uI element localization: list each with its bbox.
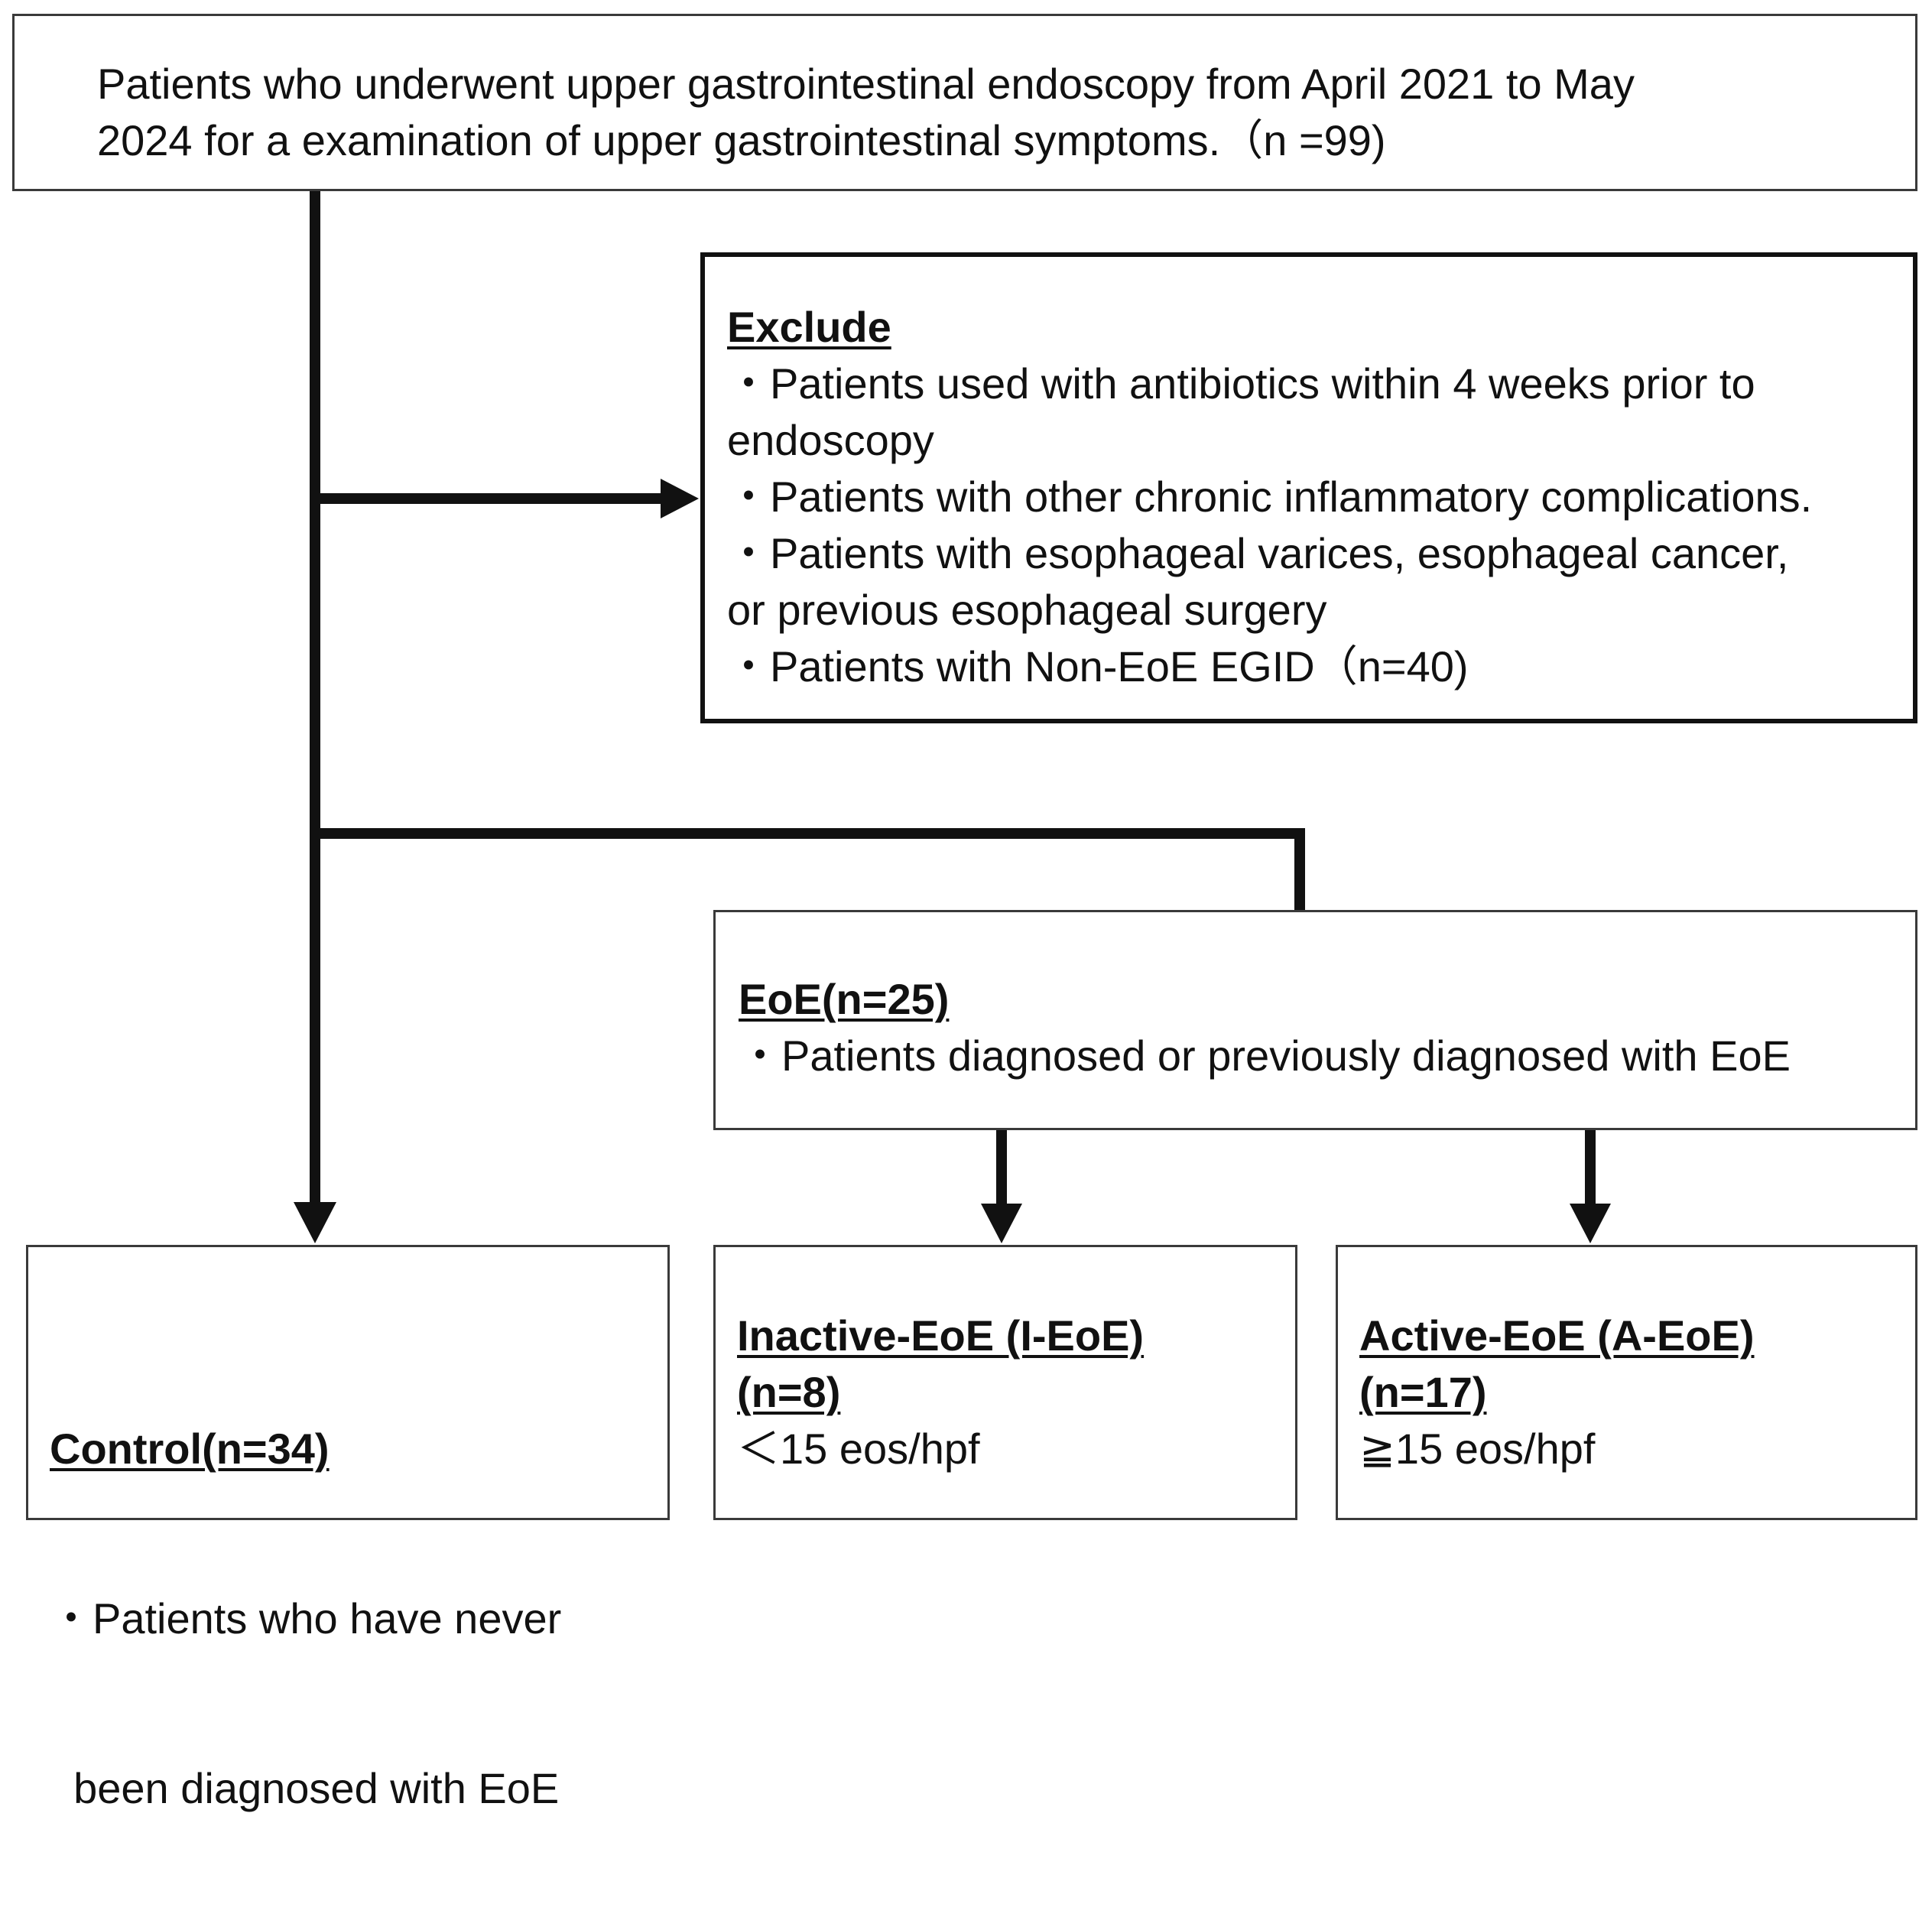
active-eoe-count: (n=17) [1359, 1368, 1487, 1416]
eoe-group-box: EoE(n=25) ・Patients diagnosed or previou… [713, 910, 1917, 1130]
active-arrowhead [1570, 1204, 1611, 1243]
control-group-heading: Control(n=34) [50, 1425, 330, 1473]
exclusion-heading: Exclude [727, 303, 891, 351]
inactive-eoe-count: (n=8) [737, 1368, 841, 1416]
flow-connectors [294, 191, 1611, 1243]
exclusion-box: Exclude ・Patients used with antibiotics … [700, 252, 1917, 723]
exclusion-criterion-line: endoscopy [727, 416, 934, 464]
eoe-group-description: ・Patients diagnosed or previously diagno… [739, 1032, 1791, 1080]
eoe-branch-line [315, 828, 1305, 910]
inactive-eoe-box: Inactive-EoE (I-EoE) (n=8) ＜15 eos/hpf [713, 1245, 1297, 1520]
exclusion-criterion-line: ・Patients with esophageal varices, esoph… [727, 529, 1789, 577]
exclusion-criterion-line: ・Patients with other chronic inflammator… [727, 473, 1813, 521]
control-group-description-line-2: been diagnosed with EoE [50, 1764, 560, 1812]
exclusion-criterion-line: or previous esophageal surgery [727, 586, 1327, 634]
inactive-eoe-heading: Inactive-EoE (I-EoE) [737, 1311, 1145, 1360]
active-eoe-heading: Active-EoE (A-EoE) [1359, 1311, 1755, 1360]
enrollment-text-line-1: Patients who underwent upper gastrointes… [97, 60, 1635, 108]
enrollment-text-line-2: 2024 for a examination of upper gastroin… [97, 116, 1386, 164]
inactive-arrowhead [981, 1204, 1022, 1243]
exclusion-criterion-line: ・Patients used with antibiotics within 4… [727, 359, 1755, 408]
eoe-group-heading: EoE(n=25) [739, 975, 950, 1023]
enrollment-box: Patients who underwent upper gastrointes… [12, 14, 1917, 191]
inactive-eoe-criterion: ＜15 eos/hpf [737, 1425, 980, 1473]
control-group-box: Control(n=34) ・Patients who have never b… [26, 1245, 670, 1812]
active-eoe-criterion: ≧15 eos/hpf [1359, 1425, 1596, 1473]
exclusion-criterion-line: ・Patients with Non-EoE EGID（n=40) [727, 642, 1469, 690]
active-eoe-box: Active-EoE (A-EoE) (n=17) ≧15 eos/hpf [1336, 1245, 1917, 1520]
exclude-arrowhead [661, 479, 699, 518]
control-group-description-line-1: ・Patients who have never [50, 1594, 562, 1642]
control-arrowhead [294, 1202, 336, 1243]
